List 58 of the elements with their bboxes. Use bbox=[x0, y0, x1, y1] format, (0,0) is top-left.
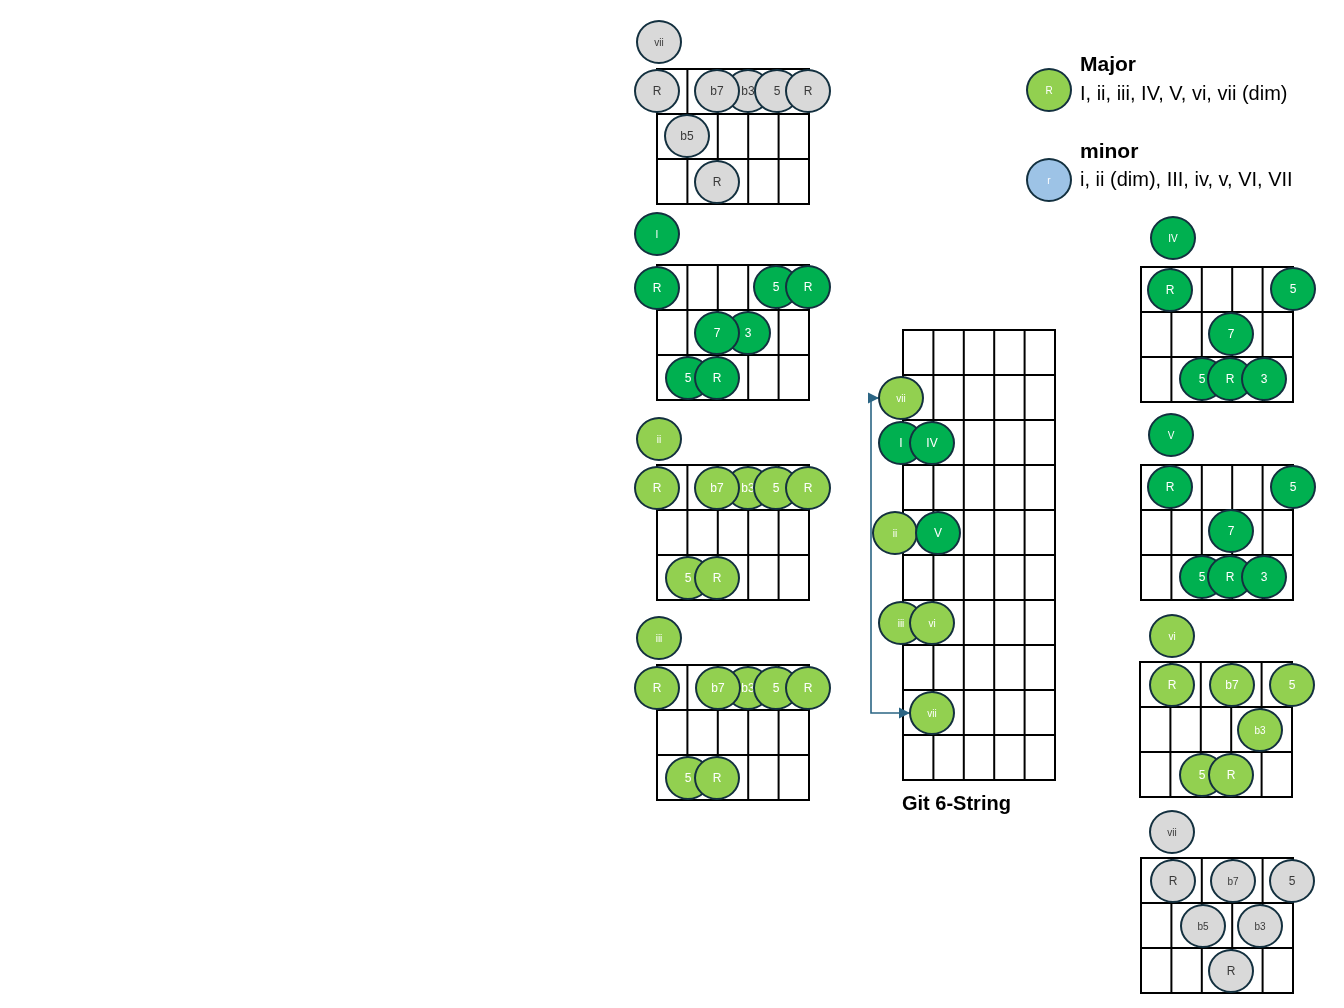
note-marker: b7 bbox=[694, 466, 740, 510]
legend-swatch: r bbox=[1026, 158, 1072, 202]
chord-numeral-marker: b3 bbox=[1237, 708, 1283, 752]
note-marker: 7 bbox=[694, 311, 740, 355]
note-marker: 5 bbox=[1270, 267, 1316, 311]
note-marker: R bbox=[634, 69, 680, 113]
chord-numeral-marker: I bbox=[634, 212, 680, 256]
chord-numeral-marker: b5 bbox=[1180, 904, 1226, 948]
note-marker: R bbox=[785, 466, 831, 510]
chord-numeral-marker: vi bbox=[1149, 614, 1195, 658]
chord-numeral-marker: iii bbox=[636, 616, 682, 660]
chord-numeral-marker: vii bbox=[909, 691, 955, 735]
legend-description: I, ii, iii, IV, V, vi, vii (dim) bbox=[1080, 82, 1288, 105]
note-marker: 7 bbox=[1208, 312, 1254, 356]
note-marker: R bbox=[1147, 268, 1193, 312]
note-marker: V bbox=[915, 511, 961, 555]
chord-numeral-marker: vi bbox=[909, 601, 955, 645]
chord-numeral-marker: vii bbox=[1149, 810, 1195, 854]
legend-heading: minor bbox=[1080, 139, 1139, 163]
note-marker: 5 bbox=[1269, 859, 1315, 903]
note-marker: b7 bbox=[694, 69, 740, 113]
legend-swatch: R bbox=[1026, 68, 1072, 112]
chord-numeral-marker: b7 bbox=[1210, 859, 1256, 903]
chord-numeral-marker: ii bbox=[636, 417, 682, 461]
note-marker: R bbox=[694, 160, 740, 204]
note-marker: R bbox=[785, 666, 831, 710]
note-marker: R bbox=[1208, 949, 1254, 993]
note-marker: R bbox=[785, 69, 831, 113]
note-marker: R bbox=[694, 356, 740, 400]
chord-numeral-marker: ii bbox=[872, 511, 918, 555]
note-marker: 5 bbox=[1269, 663, 1315, 707]
note-marker: b7 bbox=[1209, 663, 1255, 707]
chord-numeral-marker: vii bbox=[878, 376, 924, 420]
note-marker: b5 bbox=[664, 114, 710, 158]
note-marker: IV bbox=[909, 421, 955, 465]
legend-heading: Major bbox=[1080, 52, 1136, 76]
chord-numeral-marker: V bbox=[1148, 413, 1194, 457]
note-marker: b7 bbox=[695, 666, 741, 710]
note-marker: R bbox=[1150, 859, 1196, 903]
note-marker: R bbox=[694, 556, 740, 600]
chord-numeral-marker: b3 bbox=[1237, 904, 1283, 948]
note-marker: 7 bbox=[1208, 509, 1254, 553]
legend-description: i, ii (dim), III, iv, v, VI, VII bbox=[1080, 168, 1293, 191]
chord-numeral-marker: IV bbox=[1150, 216, 1196, 260]
arrow bbox=[867, 392, 911, 719]
note-marker: R bbox=[634, 666, 680, 710]
note-marker: R bbox=[634, 466, 680, 510]
note-marker: R bbox=[634, 266, 680, 310]
note-marker: 3 bbox=[1241, 357, 1287, 401]
fretboard-caption: Git 6-String bbox=[902, 792, 1011, 815]
note-marker: R bbox=[1149, 663, 1195, 707]
chord-numeral-marker: vii bbox=[636, 20, 682, 64]
note-marker: R bbox=[785, 265, 831, 309]
note-marker: R bbox=[1147, 465, 1193, 509]
note-marker: 5 bbox=[1270, 465, 1316, 509]
note-marker: 3 bbox=[1241, 555, 1287, 599]
note-marker: R bbox=[1208, 753, 1254, 797]
note-marker: R bbox=[694, 756, 740, 800]
